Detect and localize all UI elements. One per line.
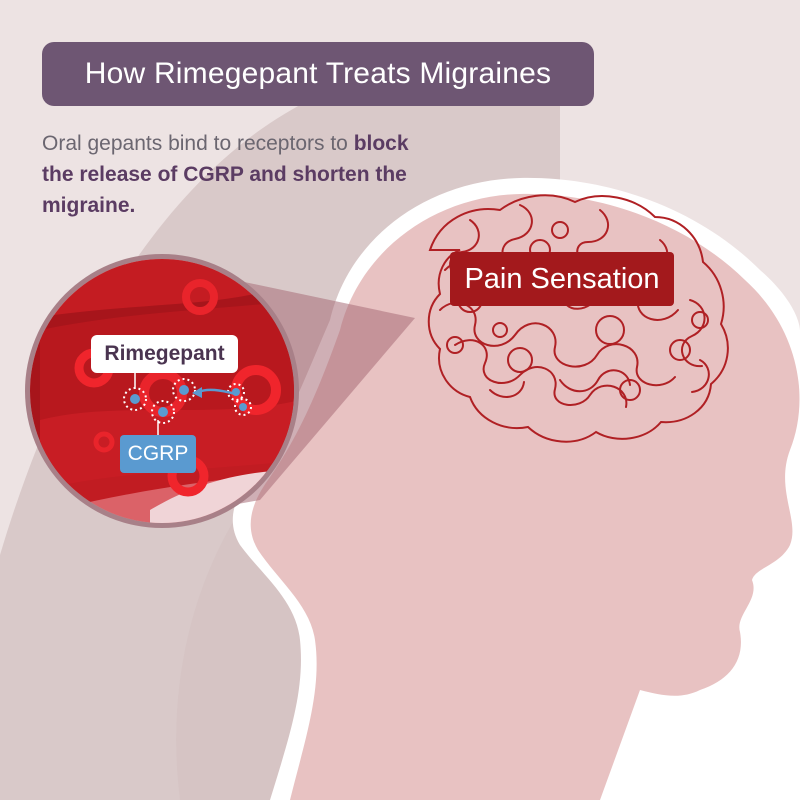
subtitle-text: Oral gepants bind to receptors to block … (42, 128, 422, 221)
rimegepant-label: Rimegepant (91, 335, 238, 373)
cgrp-label: CGRP (120, 435, 196, 473)
pain-sensation-label: Pain Sensation (450, 252, 674, 306)
subtitle-plain: Oral gepants bind to receptors to (42, 132, 354, 155)
page-title: How Rimegepant Treats Migraines (42, 42, 594, 106)
